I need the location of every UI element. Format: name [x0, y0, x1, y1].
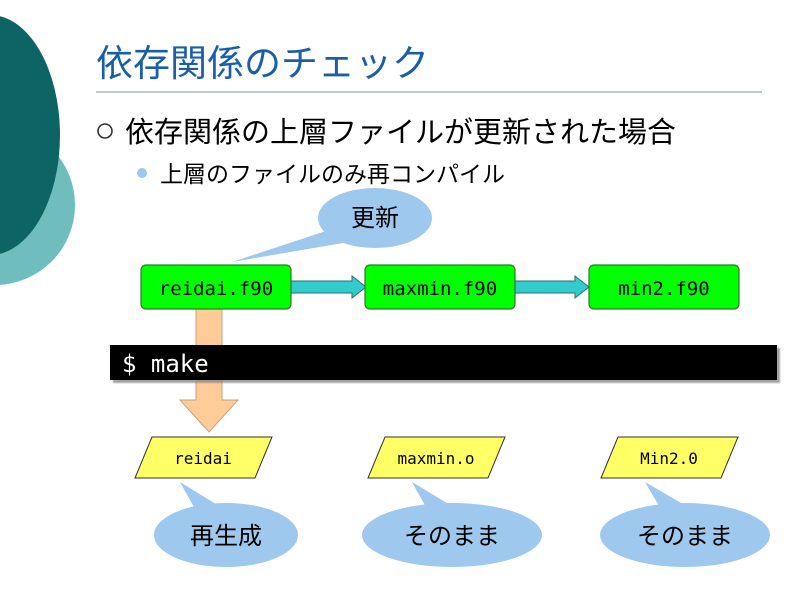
output-file-maxmin: maxmin.o	[367, 436, 506, 479]
source-file-maxmin-label: maxmin.f90	[383, 278, 497, 300]
terminal-bar	[110, 345, 777, 380]
bullet-marker-dot	[137, 168, 147, 178]
source-file-maxmin: maxmin.f90	[364, 264, 516, 310]
bullet-marker-hollow	[97, 123, 113, 139]
output-file-maxmin-label: maxmin.o	[397, 449, 474, 468]
source-file-min2-label: min2.f90	[618, 278, 710, 300]
source-file-min2: min2.f90	[588, 264, 740, 310]
source-file-reidai-label: reidai.f90	[159, 278, 273, 300]
callout-unchanged1-bubble	[362, 503, 542, 567]
slide-title: 依存関係のチェック	[96, 42, 429, 85]
callout-regenerate-label: 再生成	[190, 522, 262, 550]
output-file-min2-label: Min2.0	[640, 449, 698, 468]
bullet-level1: 依存関係の上層ファイルが更新された場合	[125, 115, 676, 149]
decoration-circle-dark	[0, 16, 60, 254]
output-file-reidai-label: reidai	[174, 449, 232, 468]
output-file-reidai: reidai	[134, 436, 273, 479]
output-file-min2: Min2.0	[600, 436, 739, 479]
callout-update-bubble	[318, 188, 432, 248]
callout-update-label: 更新	[351, 204, 399, 232]
arrow-maxmin-to-min2	[512, 274, 590, 300]
callout-unchanged1-label: そのまま	[404, 522, 500, 550]
bullet-level2: 上層のファイルのみ再コンパイル	[160, 162, 505, 188]
callout-regenerate-bubble	[154, 503, 298, 567]
terminal-command: $ make	[122, 350, 209, 378]
arrow-reidai-to-maxmin	[289, 274, 367, 300]
callout-unchanged2-label: そのまま	[637, 522, 733, 550]
source-file-reidai: reidai.f90	[140, 264, 292, 310]
callout-unchanged2-bubble	[600, 503, 770, 567]
